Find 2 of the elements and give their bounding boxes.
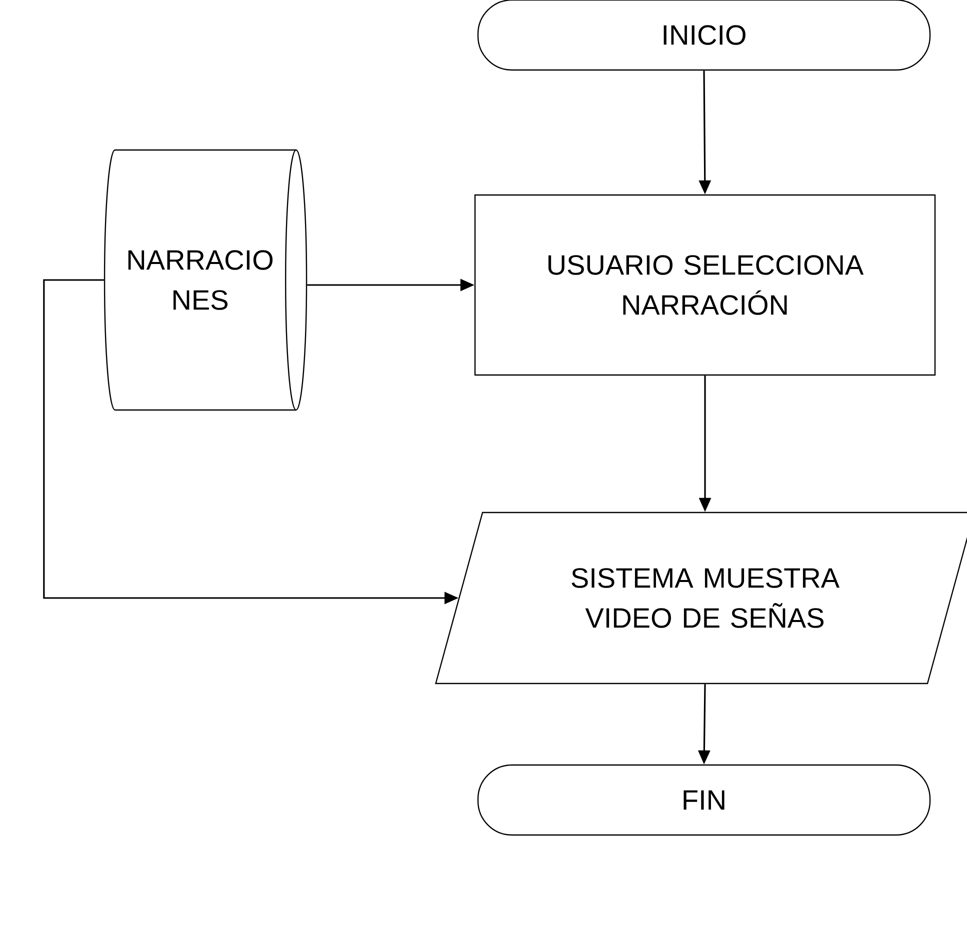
process-box: USUARIO SELECCIONA NARRACIÓN [474, 194, 936, 376]
data-cylinder: NARRACIO NES [104, 149, 308, 411]
